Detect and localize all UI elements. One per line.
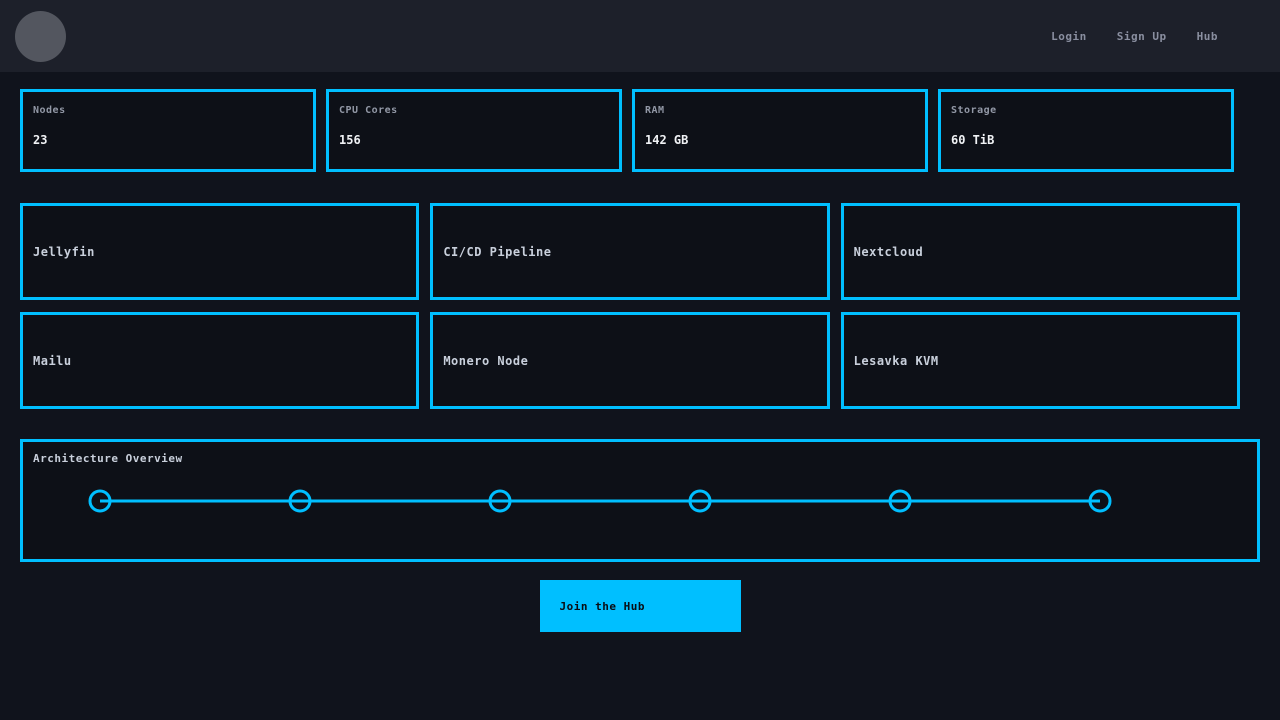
nav-links: Login Sign Up Hub (1051, 30, 1218, 43)
stat-value: 23 (33, 133, 48, 147)
stat-value: 142 GB (645, 133, 689, 147)
navbar: Login Sign Up Hub (0, 0, 1280, 72)
stat-card-ram: RAM 142 GB (632, 89, 928, 172)
stat-label: RAM (645, 105, 665, 116)
service-title: Monero Node (443, 353, 529, 368)
service-title: CI/CD Pipeline (443, 244, 552, 259)
join-hub-button[interactable]: Join the Hub (539, 580, 741, 632)
architecture-node-icon (288, 489, 312, 513)
services-grid: Jellyfin CI/CD Pipeline Nextcloud Mailu … (20, 203, 1240, 409)
avatar[interactable] (15, 10, 66, 62)
service-card-lesavka-kvm[interactable]: Lesavka KVM (840, 312, 1240, 409)
architecture-diagram (88, 489, 1112, 513)
architecture-node-icon (888, 489, 912, 513)
architecture-node-icon (688, 489, 712, 513)
stat-label: Nodes (33, 105, 66, 116)
architecture-title: Architecture Overview (33, 452, 183, 465)
stats-row: Nodes 23 CPU Cores 156 RAM 142 GB Storag… (20, 89, 1280, 172)
nav-link-hub[interactable]: Hub (1196, 29, 1218, 43)
nav-link-signup[interactable]: Sign Up (1116, 29, 1167, 43)
cta-container: Join the Hub (0, 580, 1280, 632)
stat-card-nodes: Nodes 23 (20, 89, 316, 172)
architecture-node-icon (1088, 489, 1112, 513)
stat-label: Storage (951, 105, 997, 116)
service-card-nextcloud[interactable]: Nextcloud (840, 203, 1240, 300)
architecture-panel: Architecture Overview (20, 439, 1260, 562)
service-card-cicd-pipeline[interactable]: CI/CD Pipeline (430, 203, 830, 300)
service-title: Nextcloud (853, 244, 924, 259)
service-card-jellyfin[interactable]: Jellyfin (20, 203, 420, 300)
stat-value: 60 TiB (951, 133, 995, 147)
stat-card-storage: Storage 60 TiB (938, 89, 1234, 172)
service-title: Jellyfin (33, 244, 95, 259)
architecture-node-icon (488, 489, 512, 513)
service-title: Lesavka KVM (853, 353, 939, 368)
stat-label: CPU Cores (339, 105, 398, 116)
stat-card-cpu-cores: CPU Cores 156 (326, 89, 622, 172)
nav-link-login[interactable]: Login (1051, 29, 1087, 43)
service-title: Mailu (33, 353, 72, 368)
service-card-mailu[interactable]: Mailu (20, 312, 420, 409)
service-card-monero-node[interactable]: Monero Node (430, 312, 830, 409)
architecture-node-icon (88, 489, 112, 513)
stat-value: 156 (339, 133, 361, 147)
